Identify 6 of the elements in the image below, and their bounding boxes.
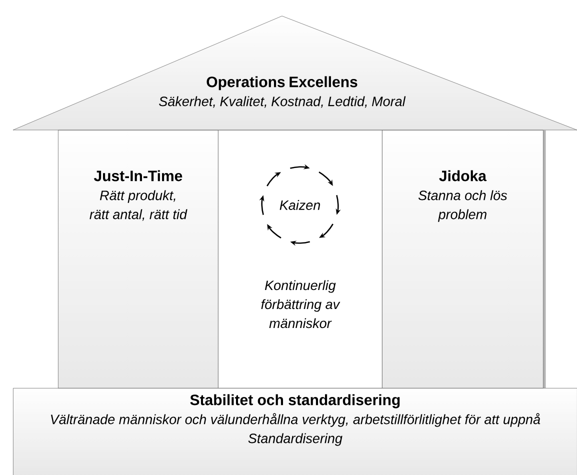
pillar-box: Just-In-Time Rätt produkt, rätt antal, rätt tid [58, 130, 218, 388]
node-label: Kaizen [280, 200, 320, 210]
foundation-box: Stabilitet och standardisering Vältränade människor och välunderhållna verktyg, arbetstillförlitlighet för att uppnå Standardisering [13, 388, 577, 475]
pillar-box: Jidoka Stanna och lös problem [382, 130, 546, 388]
kaizen-cycle: Kaizen [259, 164, 341, 246]
roof-triangle: Operations Excellens Säkerhet, Kvalitet, Kostnad, Ledtid, Moral [12, 16, 577, 130]
